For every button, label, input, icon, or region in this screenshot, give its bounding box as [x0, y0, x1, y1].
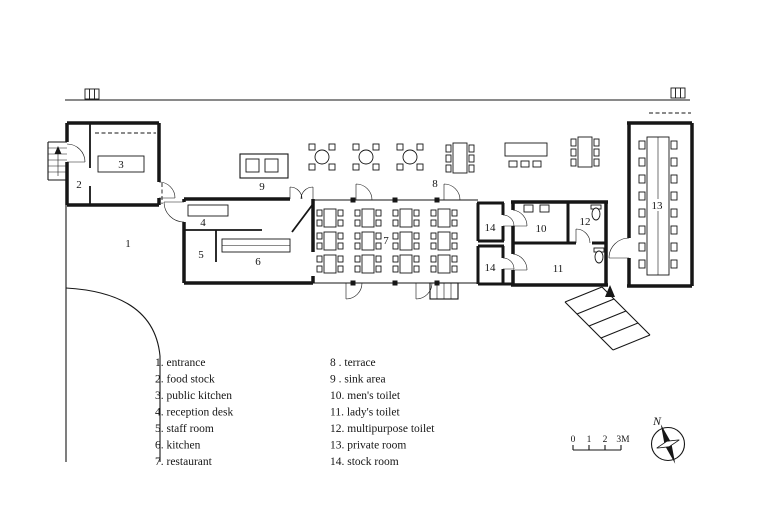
legend: 1. entrance 2. food stock 3. public kitc… — [155, 357, 435, 468]
restaurant-area — [313, 183, 478, 300]
room-label-10: 10 — [536, 223, 548, 235]
room-label-11: 11 — [553, 263, 564, 275]
reception-desk — [187, 204, 229, 217]
door-swing — [443, 183, 461, 201]
long-table — [570, 136, 600, 168]
long-table — [445, 142, 475, 174]
door-swing — [512, 253, 528, 271]
legend-item-13: 13. private room — [330, 440, 406, 452]
label-backing — [649, 199, 666, 211]
legend-item-12: 12. multipurpose toilet — [330, 423, 435, 435]
room-label-7: 7 — [383, 235, 389, 247]
roof-vent-icon — [84, 88, 100, 100]
room-label-12: 12 — [580, 216, 591, 228]
legend-item-5: 5. staff room — [155, 423, 214, 435]
entrance-stair — [47, 141, 67, 181]
door-swing — [66, 143, 86, 163]
urinal — [523, 204, 534, 213]
room-label-9: 9 — [259, 181, 265, 193]
room-label-8: 8 — [432, 178, 438, 190]
kitchen-island — [97, 155, 145, 173]
room-label-14a: 14 — [485, 222, 497, 234]
door-swing — [158, 181, 176, 199]
room-label-14b: 14 — [485, 262, 497, 274]
urinal — [539, 204, 550, 213]
round-table — [308, 143, 336, 171]
room-label-3: 3 — [118, 159, 124, 171]
sink — [245, 158, 260, 173]
scale-tick-2: 2 — [603, 435, 608, 445]
legend-item-7: 7. restaurant — [155, 456, 213, 468]
roof-vent-icon — [670, 87, 686, 99]
room-label-1: 1 — [125, 238, 131, 250]
legend-item-9: 9 . sink area — [330, 374, 386, 386]
room-label-13: 13 — [652, 200, 664, 212]
door-swing — [415, 282, 433, 300]
entry-direction-arrow-icon — [605, 285, 615, 297]
toilet-fixture — [591, 207, 601, 221]
legend-item-2: 2. food stock — [155, 374, 215, 386]
room-label-5: 5 — [198, 249, 204, 261]
door-swing — [575, 228, 591, 244]
sink — [264, 158, 279, 173]
door-swing — [300, 186, 314, 200]
north-arrow-icon — [656, 424, 680, 464]
site-outline — [65, 87, 690, 462]
round-table — [396, 143, 424, 171]
counter-table — [504, 142, 548, 168]
small-stair — [429, 282, 459, 300]
legend-item-14: 14. stock room — [330, 456, 399, 468]
scale-tick-3: 3M — [616, 435, 630, 445]
door-swing — [163, 201, 185, 223]
door-swing — [502, 214, 515, 227]
terrace-furniture — [308, 136, 600, 174]
legend-item-4: 4. reception desk — [155, 407, 233, 419]
kitchen-block — [163, 186, 315, 285]
room-label-4: 4 — [200, 217, 206, 229]
legend-item-1: 1. entrance — [155, 357, 205, 369]
door-swing — [355, 183, 373, 201]
door-swing — [608, 237, 630, 259]
room-label-6: 6 — [255, 256, 261, 268]
room-labels: 1 2 3 4 5 6 7 8 9 10 11 12 13 14 14 — [76, 159, 666, 275]
compass: N — [650, 414, 686, 464]
toilet-fixture — [594, 250, 604, 264]
food-stock-block — [65, 121, 176, 207]
driveway-curve — [65, 287, 161, 462]
exterior-stairs — [564, 285, 651, 351]
toilet-block — [476, 200, 608, 287]
door-swing — [345, 282, 363, 300]
door-swing — [502, 257, 515, 270]
round-table — [352, 143, 380, 171]
sink-area-unit — [239, 153, 289, 179]
legend-item-10: 10. men's toilet — [330, 390, 401, 402]
scale-tick-1: 1 — [587, 435, 592, 445]
compass-north-label: N — [652, 414, 662, 428]
scale-tick-0: 0 — [571, 435, 576, 445]
legend-item-11: 11. lady's toilet — [330, 407, 400, 419]
private-room-chairs — [638, 140, 678, 269]
compass-circle-icon — [650, 426, 686, 462]
legend-item-6: 6. kitchen — [155, 440, 201, 452]
room-label-2: 2 — [76, 179, 82, 191]
door-swing — [512, 209, 528, 227]
scale-bar: 0 1 2 3M — [571, 435, 630, 451]
door-swing — [289, 186, 303, 200]
stair-direction-arrow-icon — [54, 146, 62, 154]
legend-item-3: 3. public kitchen — [155, 390, 232, 402]
legend-item-8: 8 . terrace — [330, 357, 376, 369]
